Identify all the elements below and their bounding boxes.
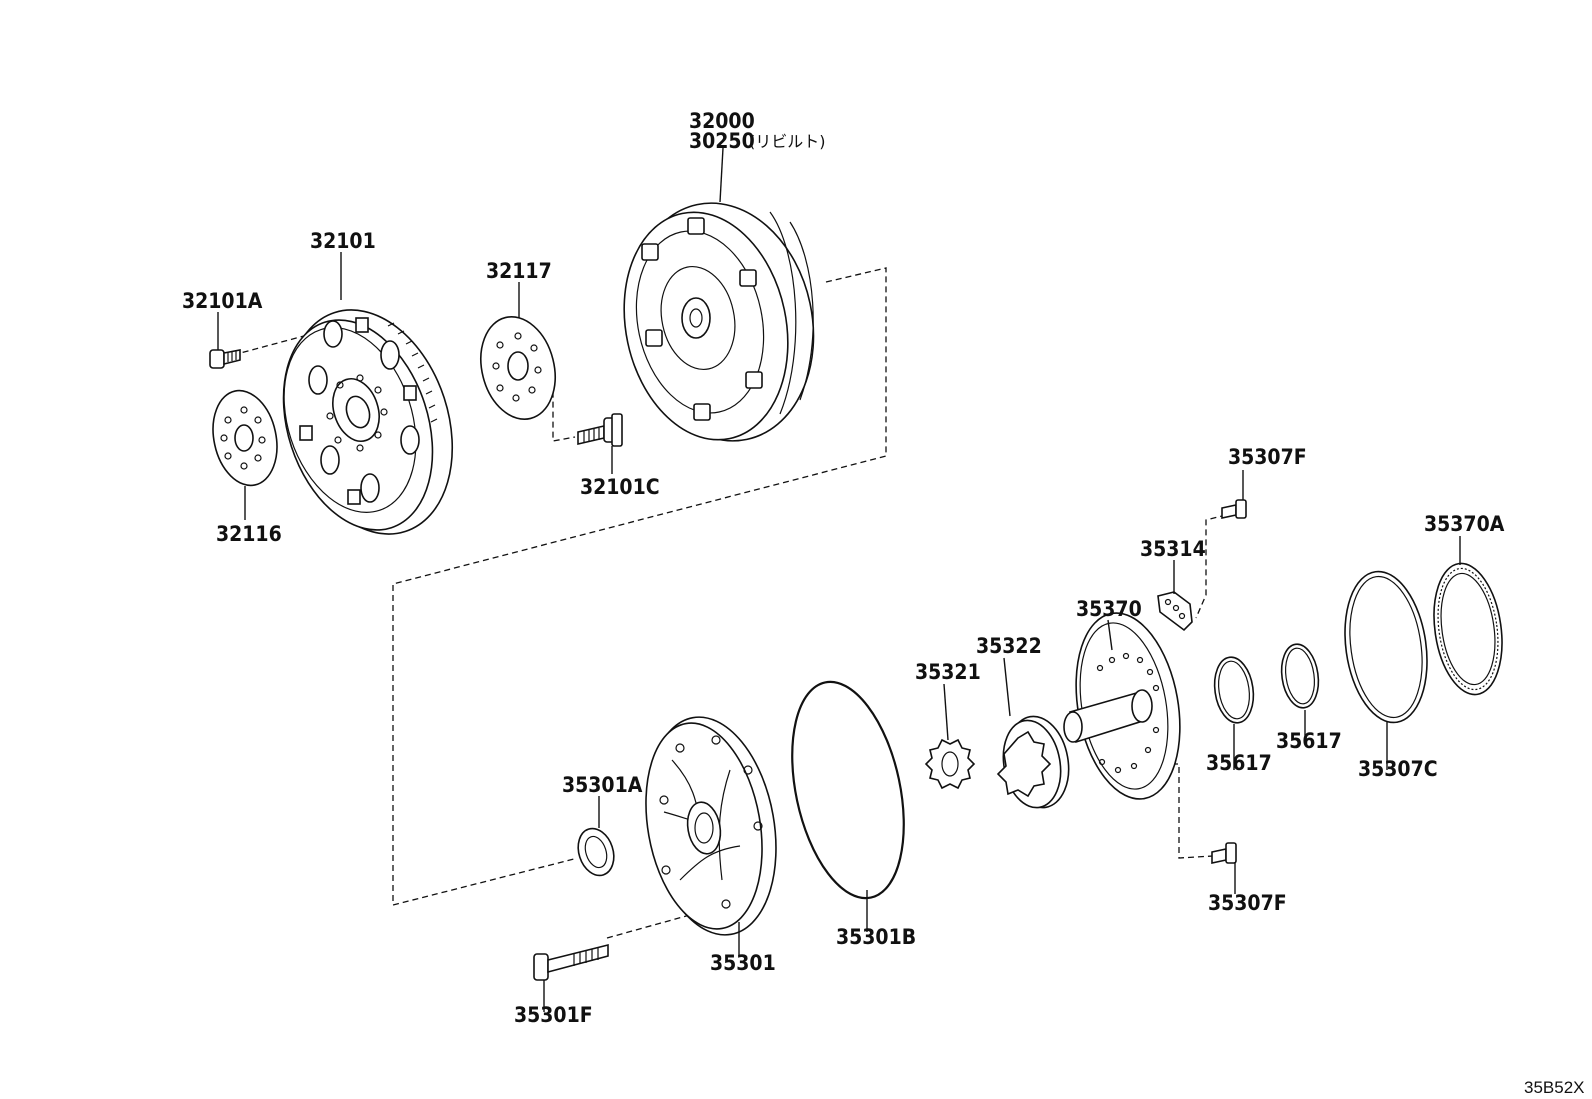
label-35322: 35322 [976, 634, 1042, 658]
label-32101: 32101 [310, 229, 376, 253]
label-32101C: 32101C [580, 475, 660, 499]
leader-lines [217, 147, 1461, 1012]
label-30250-note: (リビルト) [749, 132, 826, 151]
pump-body-35301 [645, 716, 777, 936]
dashed-assembly-line-bolt-c [539, 364, 576, 442]
seal-ring-35307C [1344, 570, 1428, 724]
bolt-35307F-top [1221, 499, 1247, 519]
thrust-bearing-35370A [1433, 562, 1503, 696]
label-35307F-bottom: 35307F [1208, 891, 1287, 915]
label-32101A: 32101A [182, 289, 263, 313]
o-ring-35301B [791, 680, 905, 900]
bolt-35301F [533, 943, 609, 981]
drive-gear-35321 [924, 738, 976, 790]
label-30250: 30250 [689, 129, 755, 153]
dashed-assembly-line-converter [392, 267, 887, 906]
diagram-code: 35B52X [1524, 1078, 1585, 1097]
plate-35314 [1157, 591, 1193, 632]
label-35321: 35321 [915, 660, 981, 684]
seal-ring-35617-a [1213, 656, 1255, 724]
label-35370A: 35370A [1424, 512, 1505, 536]
label-32117: 32117 [486, 259, 552, 283]
bolt-32101C [577, 413, 623, 447]
driven-gear-35322 [996, 715, 1070, 809]
bolt-35307F-bottom [1211, 842, 1237, 864]
dashed-assembly-line-35307F-bottom [1172, 763, 1214, 859]
label-35617-b: 35617 [1276, 729, 1342, 753]
label-35314: 35314 [1140, 537, 1206, 561]
oil-seal-35301A [577, 827, 615, 877]
stator-shaft-35370 [1063, 612, 1181, 800]
dashed-assembly-line-plate [232, 332, 316, 356]
bolt-32101A [209, 349, 241, 369]
plate-32117 [480, 315, 556, 421]
label-35307C: 35307C [1358, 757, 1438, 781]
label-35301B: 35301B [836, 925, 916, 949]
label-35307F-top: 35307F [1228, 445, 1307, 469]
label-35617-a: 35617 [1206, 751, 1272, 775]
label-35301: 35301 [710, 951, 776, 975]
dashed-assembly-line-35307F-top [1195, 514, 1227, 619]
label-35301F: 35301F [514, 1003, 593, 1027]
label-35370: 35370 [1076, 597, 1142, 621]
torque-converter-32000 [623, 202, 815, 442]
part-labels: 32000 30250 (リビルト) 32101 32101A 32117 32… [182, 109, 1585, 1097]
label-35301A: 35301A [562, 773, 643, 797]
label-32000: 32000 [689, 109, 755, 133]
drive-plate-32101 [282, 309, 454, 535]
label-32116: 32116 [216, 522, 282, 546]
seal-ring-35617-b [1280, 643, 1320, 709]
spacer-32116 [212, 389, 278, 487]
